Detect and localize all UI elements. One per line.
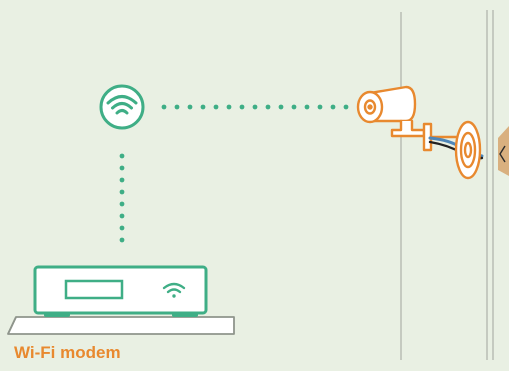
doorbell-icon — [456, 122, 480, 178]
wireless-link-horizontal — [162, 105, 349, 110]
router-icon — [35, 267, 206, 317]
wireless-link-vertical — [120, 154, 125, 243]
shelf — [8, 317, 234, 334]
wifi-icon — [101, 86, 143, 128]
door-frame — [498, 126, 509, 176]
modem-label: Wi-Fi modem — [14, 343, 121, 363]
wall — [401, 10, 493, 360]
